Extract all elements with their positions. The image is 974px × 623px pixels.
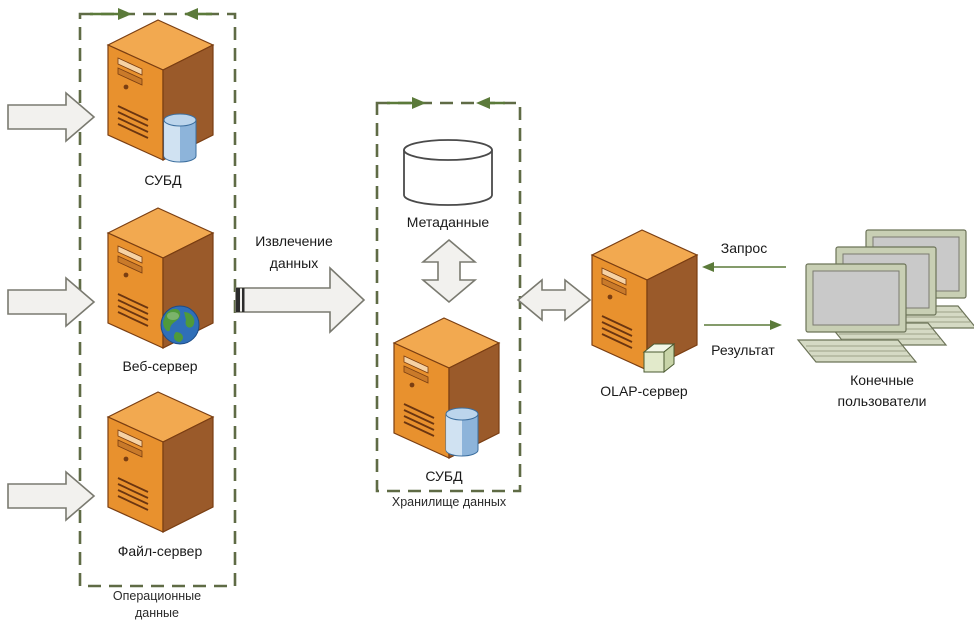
metadata-label: Метаданные (406, 214, 490, 230)
result-arrow-icon (704, 320, 782, 330)
operational-group-title-line1: Операционные (112, 589, 202, 603)
file-server-icon (107, 391, 214, 533)
server-label-web: Веб-сервер (122, 358, 198, 374)
database-icon (445, 407, 479, 457)
extraction-arrow-icon (235, 266, 366, 334)
database-icon (163, 113, 197, 163)
end-users-label-line1: Конечные (850, 372, 914, 388)
server-label-file: Файл-сервер (117, 543, 203, 559)
flow-arrow-left-icon (476, 97, 505, 109)
monitor-icon (797, 263, 917, 363)
data-warehouse-group (375, 101, 522, 493)
request-arrow-icon (702, 262, 786, 272)
flow-arrow-left-icon (184, 8, 212, 20)
olap-server-icon (591, 229, 698, 371)
operational-group-title-line2: данные (135, 606, 179, 620)
olap-server-label: OLAP-сервер (600, 383, 688, 399)
end-users-label-line2: пользователи (837, 393, 927, 409)
cube-icon (642, 342, 676, 374)
metadata-cylinder-icon (403, 139, 493, 206)
result-label: Результат (711, 342, 775, 358)
bidirectional-arrow-icon (420, 238, 478, 304)
dbms-server-icon (107, 19, 214, 161)
globe-icon (160, 305, 200, 345)
server-label-dbms: СУБД (144, 172, 182, 188)
request-label: Запрос (720, 240, 768, 256)
warehouse-dbms-label: СУБД (425, 468, 463, 484)
extraction-label-line2: данных (269, 255, 319, 271)
bidirectional-arrow-icon (516, 278, 592, 322)
flow-arrow-right-icon (387, 97, 426, 109)
flow-arrow-right-icon (90, 8, 132, 20)
warehouse-group-title: Хранилище данных (391, 495, 507, 509)
extraction-label-line1: Извлечение (255, 233, 333, 249)
